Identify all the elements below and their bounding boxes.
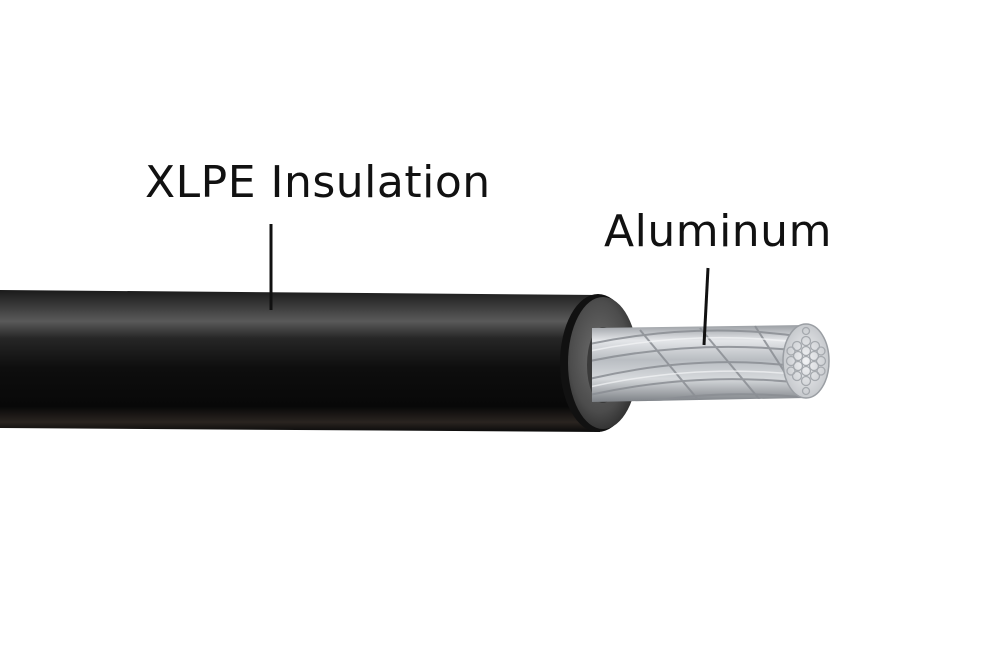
insulation-label: XLPE Insulation <box>145 157 491 208</box>
conductor-label: Aluminum <box>604 206 832 257</box>
cable-jacket <box>0 290 600 432</box>
conductor-strands <box>592 325 806 402</box>
strand-cross-section <box>785 326 827 396</box>
conductor-leader-line <box>702 267 710 346</box>
